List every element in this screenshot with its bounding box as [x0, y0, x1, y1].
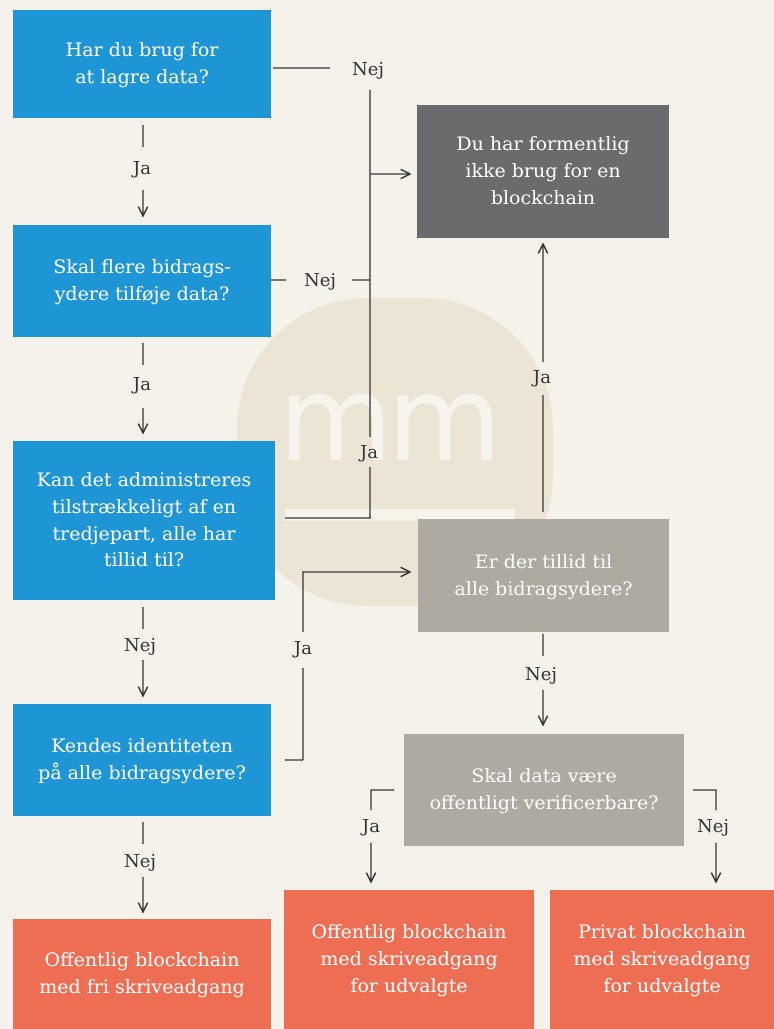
outcome-public-free: Offentlig blockchain med fri skriveadgan… [13, 919, 271, 1029]
label-third-yes: Ja [360, 442, 378, 463]
label-third-no: Nej [124, 635, 156, 656]
label-verify-yes: Ja [362, 816, 380, 837]
label-verify-no: Nej [697, 816, 729, 837]
label-trust-no: Nej [525, 664, 557, 685]
node-no-blockchain: Du har formentlig ikke brug for en block… [417, 105, 669, 238]
node-trust-all: Er der tillid til alle bidragsydere? [418, 519, 669, 632]
node-store-data: Har du brug for at lagre data? [13, 10, 271, 118]
label-multi-yes: Ja [133, 374, 151, 395]
node-identities-known: Kendes identiteten på alle bidragsydere? [13, 704, 271, 816]
label-identity-yes: Ja [294, 638, 312, 659]
node-third-party: Kan det administreres tilstrækkeligt af … [13, 441, 275, 600]
label-trust-yes: Ja [533, 367, 551, 388]
outcome-public-selected: Offentlig blockchain med skriveadgang fo… [284, 890, 534, 1029]
edge-verify-yes-top [370, 789, 394, 810]
node-public-verifiable: Skal data være offentligt verificerbare? [404, 734, 684, 846]
label-store-yes: Ja [133, 158, 151, 179]
label-multi-no: Nej [304, 270, 336, 291]
label-identity-no: Nej [124, 851, 156, 872]
watermark-text: mm [278, 350, 502, 488]
edge-verify-no-top [693, 789, 717, 810]
label-store-no: Nej [352, 59, 384, 80]
outcome-private-selected: Privat blockchain med skriveadgang for u… [550, 890, 774, 1029]
node-multiple-contributors: Skal flere bidrags- ydere tilføje data? [13, 225, 271, 337]
